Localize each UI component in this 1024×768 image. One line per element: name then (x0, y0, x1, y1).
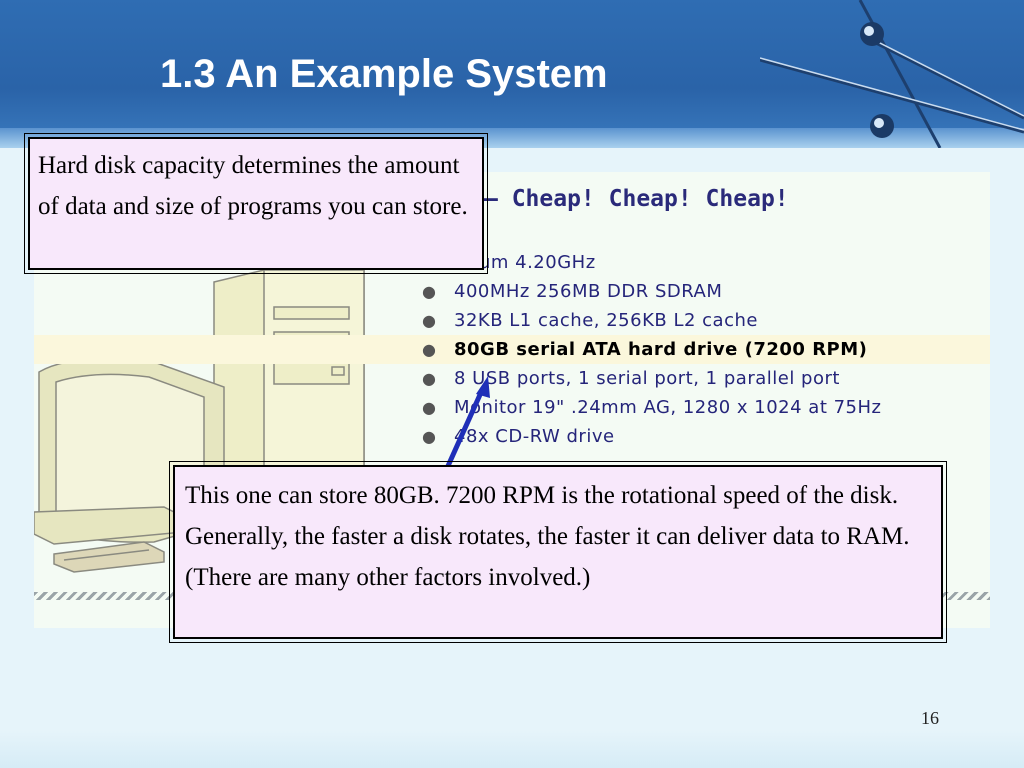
spec-item: ● 48x CD-RW drive (34, 422, 990, 451)
callout-rpm-text: This one can store 80GB. 7200 RPM is the… (185, 482, 910, 591)
footer-band (0, 730, 1024, 768)
spec-item-highlighted: ● 80GB serial ATA hard drive (7200 RPM) (34, 335, 990, 364)
bullet-icon: ● (422, 282, 437, 301)
bullet-icon: ● (422, 340, 437, 359)
spec-text: 80GB serial ATA hard drive (7200 RPM) (454, 339, 868, 360)
spec-item: ● 32KB L1 cache, 256KB L2 cache (34, 306, 990, 335)
bullet-icon: ● (422, 427, 437, 446)
spec-text: 32KB L1 cache, 256KB L2 cache (454, 310, 758, 331)
spec-text: 8 USB ports, 1 serial port, 1 parallel p… (454, 368, 840, 389)
callout-capacity-text: Hard disk capacity determines the amount… (38, 152, 468, 220)
spec-text: 48x CD-RW drive (454, 426, 615, 447)
spec-text: ntium 4.20GHz (454, 252, 596, 273)
spec-text: 400MHz 256MB DDR SDRAM (454, 281, 723, 302)
slide-title: 1.3 An Example System (160, 52, 608, 96)
slide-number: 16 (921, 708, 939, 728)
spec-text: Monitor 19" .24mm AG, 1280 x 1024 at 75H… (454, 397, 882, 418)
callout-capacity: Hard disk capacity determines the amount… (24, 133, 488, 274)
spec-item: ● 8 USB ports, 1 serial port, 1 parallel … (34, 364, 990, 393)
spec-list: ● ntium 4.20GHz ● 400MHz 256MB DDR SDRAM ●… (34, 248, 990, 451)
bullet-icon: ● (422, 398, 437, 417)
spec-item: ● 400MHz 256MB DDR SDRAM (34, 277, 990, 306)
bullet-icon: ● (422, 369, 437, 388)
header-decoration-icon (760, 0, 1024, 148)
ad-headline: – Cheap! Cheap! Cheap! (484, 186, 789, 212)
bullet-icon: ● (422, 311, 437, 330)
callout-rpm: This one can store 80GB. 7200 RPM is the… (169, 461, 947, 643)
slide-header: 1.3 An Example System (0, 0, 1024, 148)
spec-item: ● Monitor 19" .24mm AG, 1280 x 1024 at 75… (34, 393, 990, 422)
